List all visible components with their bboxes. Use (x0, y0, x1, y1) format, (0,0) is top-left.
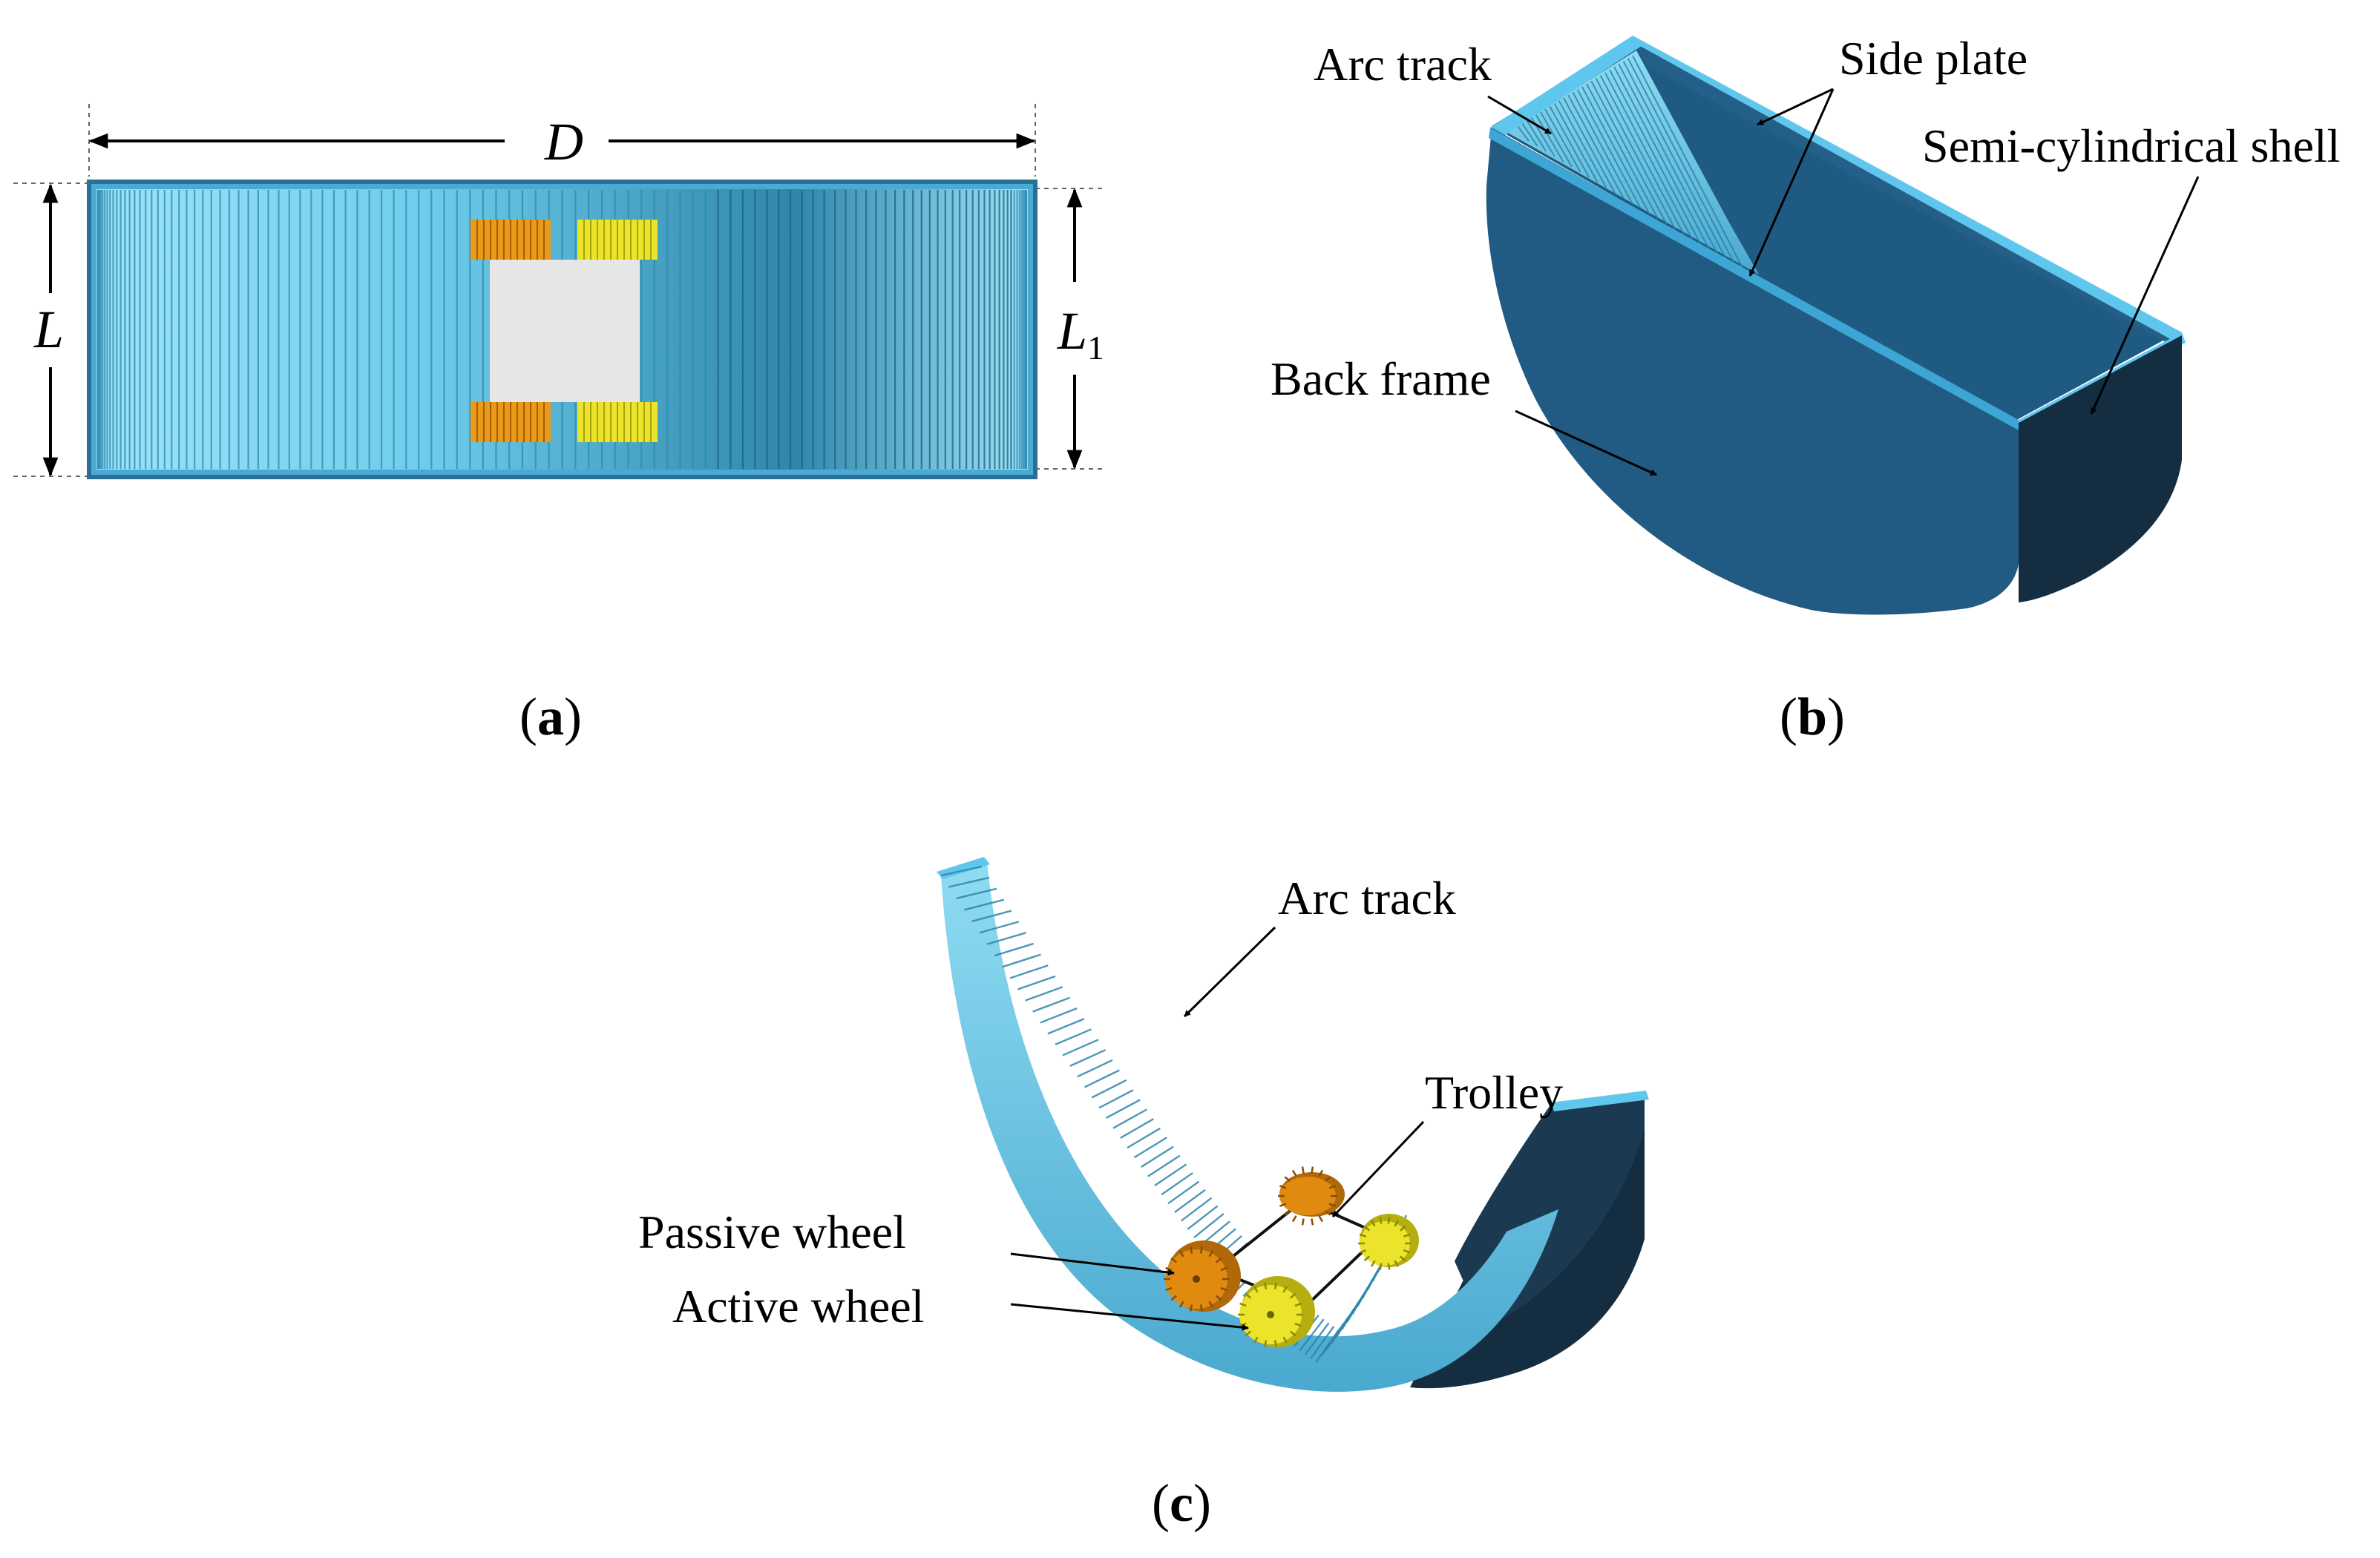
back-frame (1486, 128, 2019, 615)
label-trolley: Trolley (1425, 1066, 1563, 1119)
arc-track-teeth (1517, 55, 1745, 272)
leader-trolley (1331, 1120, 1425, 1218)
dimension-label-d: D (544, 112, 583, 171)
label-passive-wheel: Passive wheel (638, 1206, 906, 1258)
active-wheel-bottom-right (577, 402, 658, 442)
panel-a: D L L1 (a) (13, 104, 1106, 746)
active-wheel-top-right (577, 220, 658, 260)
label-arc-track-b: Arc track (1314, 38, 1492, 91)
dimension-label-l1: L1 (1057, 301, 1104, 367)
caption-a: (a) (519, 687, 582, 746)
arc-track-rim-right (1551, 1091, 1649, 1111)
leader-side-plate-2 (1748, 88, 1835, 277)
rim-top-back (1490, 36, 1644, 137)
leader-side-plate-1 (1757, 88, 1834, 126)
label-side-plate: Side plate (1839, 32, 2027, 85)
rim-top-side (1633, 36, 2182, 341)
arc-track-inner (1507, 50, 1759, 275)
label-semi-cylindrical-shell: Semi-cylindrical shell (1922, 119, 2340, 172)
caption-c: (c) (1152, 1473, 1211, 1533)
leader-active-wheel (1010, 1303, 1249, 1331)
panel-c: Arc track Trolley Passive wheel Active w… (638, 857, 1649, 1533)
rim-front-edge (1489, 128, 2019, 430)
passive-wheel-front (1165, 1240, 1241, 1312)
leader-shell (2090, 176, 2200, 415)
label-back-frame: Back frame (1271, 352, 1491, 405)
semi-cylindrical-shell (2019, 335, 2182, 602)
label-arc-track-c: Arc track (1278, 872, 1456, 924)
arc-track-band (941, 862, 1558, 1392)
panel-b: Arc track Side plate Semi-cylindrical sh… (1271, 32, 2340, 746)
trolley-plate (490, 260, 640, 402)
leader-arc-track-b (1487, 95, 1552, 135)
label-active-wheel: Active wheel (672, 1280, 924, 1332)
active-wheel-front (1239, 1276, 1315, 1347)
wheel-teeth-c (1164, 1166, 1412, 1347)
passive-wheel-back (1279, 1172, 1345, 1217)
passive-wheel-bottom-left (471, 402, 551, 442)
passive-wheel-top-left (471, 220, 551, 260)
leader-arc-track-c (1183, 926, 1276, 1018)
dimension-label-l: L (33, 300, 64, 359)
leader-passive-wheel (1010, 1252, 1175, 1276)
leader-back-frame (1515, 410, 1657, 476)
caption-b: (b) (1780, 687, 1845, 746)
